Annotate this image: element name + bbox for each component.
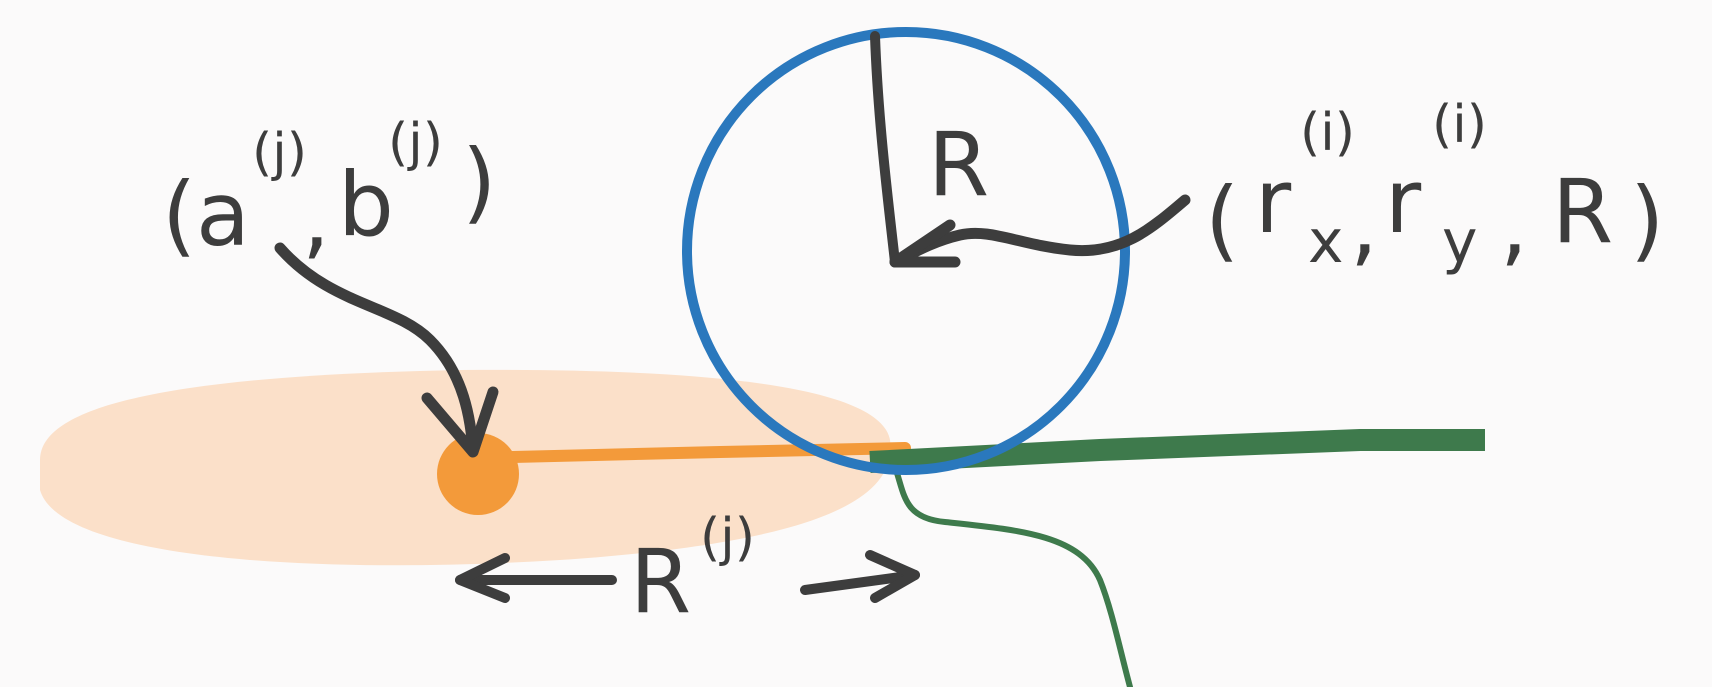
circle-label-open-paren: ( <box>1205 168 1239 271</box>
orange-point <box>437 433 519 515</box>
point-label-a-superscript: (j) <box>252 123 307 183</box>
range-arrow-right-head <box>865 550 920 603</box>
point-label-open-paren: ( <box>162 163 196 266</box>
circle-label-ry-superscript: (i) <box>1432 95 1487 155</box>
point-arrow-head <box>421 386 499 458</box>
circle-label-rx-superscript: (i) <box>1300 103 1355 163</box>
circle-label-r2: r <box>1385 150 1422 253</box>
circle-label-r: r <box>1255 150 1292 253</box>
point-arrow <box>274 242 479 454</box>
circle-label-R: R <box>1552 160 1613 263</box>
point-label-b: b <box>338 153 394 256</box>
circle-label-ry-subscript: y <box>1442 207 1478 277</box>
point-label-b-superscript: (j) <box>388 113 443 173</box>
green-thin-line <box>890 459 1133 687</box>
range-label-superscript: (j) <box>700 508 755 568</box>
center-arrow-head <box>889 219 961 268</box>
radius-label: R <box>928 113 989 216</box>
radius-line <box>870 31 900 267</box>
circle-label-close-paren: ) <box>1630 168 1664 271</box>
range-arrow-right <box>800 570 920 595</box>
circle-label-rx-subscript: x <box>1308 207 1344 277</box>
point-label-close-paren: ) <box>462 130 496 233</box>
range-label-R: R <box>630 530 691 633</box>
blue-circle <box>682 27 1130 475</box>
range-arrow-left-head <box>455 553 510 603</box>
orange-radius-line <box>464 442 911 464</box>
circle-label-comma-1: , <box>1350 173 1378 276</box>
point-label-a: a <box>196 163 250 266</box>
circle-label-comma-2: , <box>1500 173 1528 276</box>
point-label-comma: , <box>302 166 330 269</box>
